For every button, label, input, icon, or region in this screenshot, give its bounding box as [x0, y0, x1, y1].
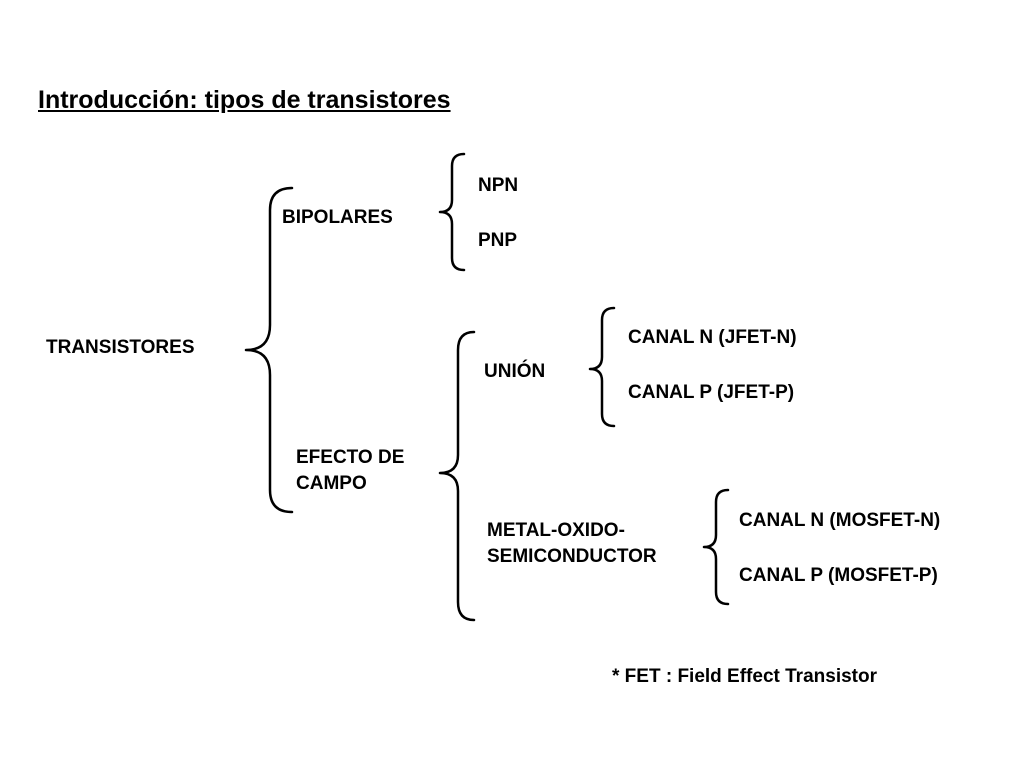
brace-efecto-campo: [438, 330, 476, 622]
node-mos-line2: SEMICONDUCTOR: [487, 546, 657, 567]
node-jfet-p: CANAL P (JFET-P): [628, 382, 795, 403]
node-npn: NPN: [478, 175, 519, 196]
node-union: UNIÓN: [484, 361, 546, 382]
node-bipolares: BIPOLARES: [282, 207, 393, 228]
node-mosfet-p: CANAL P (MOSFET-P): [739, 565, 938, 586]
node-pnp: PNP: [478, 230, 518, 251]
brace-bipolares: [438, 152, 466, 272]
node-efecto-campo-line1: EFECTO DE: [296, 447, 405, 468]
node-mosfet-n: CANAL N (MOSFET-N): [739, 510, 941, 531]
node-jfet-n: CANAL N (JFET-N): [628, 327, 797, 348]
node-efecto-campo-line2: CAMPO: [296, 473, 367, 494]
brace-mos: [702, 488, 730, 606]
brace-transistores: [244, 186, 294, 514]
footnote: * FET : Field Effect Transistor: [612, 666, 877, 687]
page-title: Introducción: tipos de transistores: [38, 86, 451, 114]
brace-union: [588, 306, 616, 428]
node-transistores: TRANSISTORES: [46, 337, 195, 358]
node-mos-line1: METAL-OXIDO-: [487, 520, 625, 541]
